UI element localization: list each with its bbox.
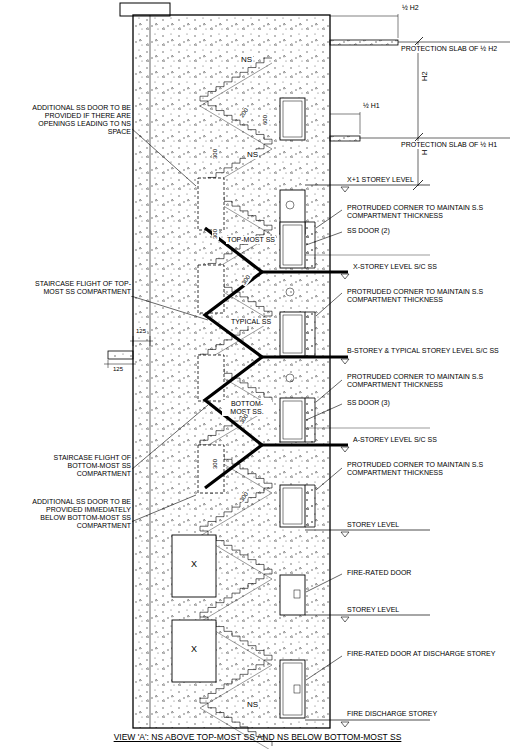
note-label: PROTRUDED CORNER TO MAINTAIN S.S COMPART… (346, 373, 508, 389)
dimension: 600 (262, 114, 269, 126)
door-label: SS DOOR (2) (346, 227, 391, 235)
note-label: STAIRCASE FLIGHT OF BOTTOM-MOST SS COMPA… (30, 454, 132, 478)
dimension: 200 (238, 106, 251, 120)
stair-soffit (200, 708, 272, 749)
dimension: 300 (212, 148, 219, 160)
level-label: B-STOREY & TYPICAL STOREY LEVEL S/C SS (346, 347, 500, 355)
level-label: X+1 STOREY LEVEL (346, 176, 415, 184)
caption: VIEW 'A': NS ABOVE TOP-MOST SS AND NS BE… (0, 733, 513, 743)
note-label: ADDITIONAL SS DOOR TO BE PROVIDED IF THE… (30, 104, 132, 136)
note-label: STAIRCASE FLIGHT OF TOP-MOST SS COMPARTM… (30, 280, 132, 296)
note-label: PROTRUDED CORNER TO MAINTAIN S.S COMPART… (346, 461, 508, 477)
note-label: PROTRUDED CORNER TO MAINTAIN S.S COMPART… (346, 288, 508, 304)
space-label: NS (240, 55, 253, 64)
dimension: 300 (212, 228, 219, 240)
note-label: ADDITIONAL SS DOOR TO BE PROVIDED IMMEDI… (24, 498, 132, 530)
note-label: PROTRUDED CORNER TO MAINTAIN S.S COMPART… (346, 204, 508, 220)
dimension: 125 (135, 328, 147, 335)
box-mark: X (190, 644, 198, 654)
slab-label: PROTECTION SLAB OF ½ H2 (400, 45, 498, 53)
stair-flight (200, 58, 272, 101)
door-label: FIRE-RATED DOOR AT DISCHARGE STOREY (346, 650, 498, 658)
stair-flight (200, 488, 272, 531)
dimension: ½ H2 (401, 4, 420, 12)
level-label: X-STOREY LEVEL S/C SS (352, 263, 438, 271)
stair-soffit (200, 493, 272, 536)
dimension: 300 (212, 458, 219, 470)
box-mark: X (190, 559, 198, 569)
compartment-label: TOP-MOST SS (226, 236, 276, 244)
space-label: NS (246, 150, 259, 159)
level-label: STOREY LEVEL (346, 521, 400, 529)
dimension: H2 (421, 70, 430, 82)
door-label: SS DOOR (3) (346, 399, 391, 407)
space-label: NS (246, 700, 259, 709)
dimension: 300 (240, 273, 253, 287)
slab-label: PROTECTION SLAB OF ½ H1 (400, 141, 498, 149)
stair-soffit (200, 106, 272, 149)
dimension: 300 (238, 490, 251, 504)
level-label: STOREY LEVEL (346, 606, 400, 614)
dimension: 125 (112, 366, 124, 373)
level-label: FIRE DISCHARGE STOREY (346, 710, 438, 718)
door-label: FIRE-RATED DOOR (346, 569, 412, 577)
dimension: ½ H1 (362, 102, 381, 110)
compartment-label: TYPICAL SS (226, 318, 276, 326)
stair-soffit (200, 63, 272, 106)
level-label: A-STOREY LEVEL S/C SS (352, 436, 438, 444)
stair-flight (200, 101, 272, 144)
